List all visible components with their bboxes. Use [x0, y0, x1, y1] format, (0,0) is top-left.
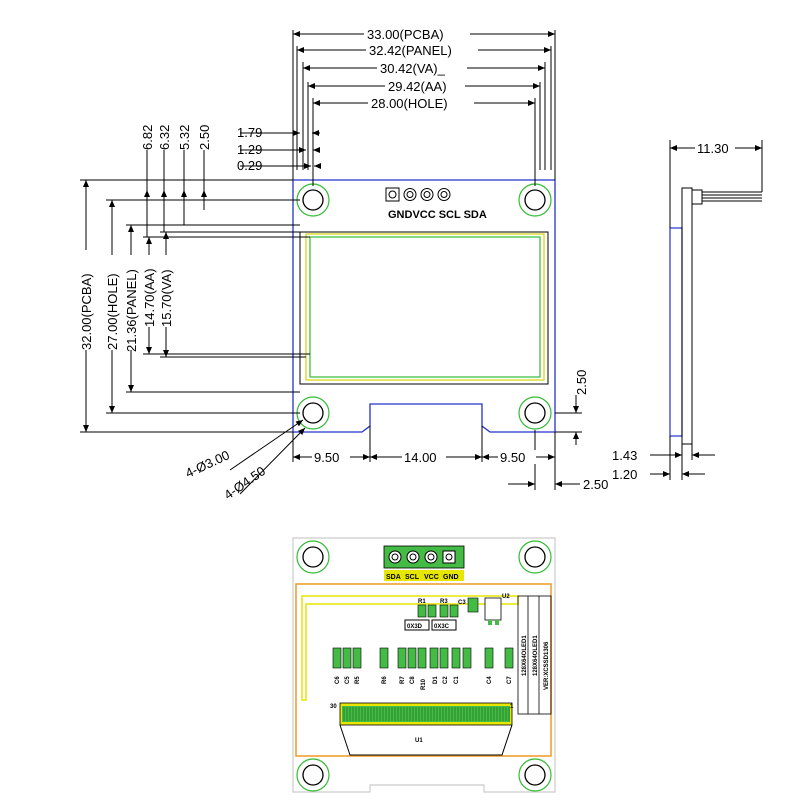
- back-top-components: [404, 597, 502, 631]
- offset-129-label: 1.29: [237, 142, 262, 157]
- offset-179-label: 1.79: [237, 125, 262, 140]
- back-comp-r7: R7: [400, 676, 406, 684]
- back-chip-0x3c: 0X3C: [434, 624, 450, 630]
- width-aa-label: 29.42(AA): [388, 79, 447, 94]
- bottom-dimension-lines: [292, 395, 582, 490]
- back-fpc-connector: [339, 702, 513, 756]
- side-pcb: [681, 187, 693, 445]
- top-offset-632: 6.32: [157, 125, 172, 150]
- back-view: SDA SCL VCC GND R1 R3 C3 U2 0X3D 0X3C: [292, 537, 556, 793]
- back-connector-u1: U1: [415, 738, 423, 744]
- side-dimension-lines: [650, 140, 763, 480]
- right-vertical-250: 2.50: [574, 370, 589, 395]
- hole-leader-lines: [229, 419, 306, 495]
- back-component-row: [332, 647, 514, 669]
- width-pcba-label: 33.00(PCBA): [367, 27, 444, 42]
- front-view: GNDVCC SCL SDA 33.00(PCBA) 32.42(PANEL): [79, 27, 608, 502]
- back-chip-id-2: 128X64OLED1: [533, 635, 539, 676]
- back-comp-c2: C2: [443, 676, 449, 684]
- back-comp-c4: C4: [487, 676, 493, 684]
- side-view: 11.30 1.43 1.20: [612, 140, 763, 482]
- top-offset-250: 2.50: [197, 125, 212, 150]
- back-comp-c6: C6: [335, 676, 341, 684]
- back-connector-30: 30: [330, 704, 337, 710]
- side-120-label: 1.20: [612, 467, 637, 482]
- back-comp-r3: R3: [440, 599, 448, 605]
- side-143-label: 1.43: [612, 448, 637, 463]
- height-dimension-text: 32.00(PCBA) 27.00(HOLE) 21.36(PANEL) 14.…: [79, 250, 174, 352]
- left-offset-lines: [240, 130, 321, 169]
- back-pcb-outline: [292, 537, 556, 793]
- back-comp-c8: C8: [410, 676, 416, 684]
- side-pins: [702, 191, 762, 202]
- side-header-block: [691, 189, 703, 205]
- back-comp-r5: R5: [355, 676, 361, 684]
- front-va-outline: [305, 233, 545, 381]
- top-offset-532: 5.32: [177, 125, 192, 150]
- back-holes: [296, 540, 552, 792]
- back-pin-gnd: GND: [443, 574, 459, 581]
- back-fpc-pins: [343, 707, 510, 721]
- width-va-label: 30.42(VA)_: [380, 61, 446, 76]
- back-connector-1: 1: [510, 704, 514, 710]
- right-bottom-250: 2.50: [583, 477, 608, 492]
- width-hole-label: 28.00(HOLE): [371, 96, 448, 111]
- width-dimension-text: 33.00(PCBA) 32.42(PANEL) 30.42(VA)_ 29.4…: [364, 27, 478, 111]
- back-pin-header: [383, 545, 465, 581]
- height-aa-label: 14.70(AA): [142, 268, 157, 327]
- back-comp-c1: C1: [454, 676, 460, 684]
- front-pcb-outline: [292, 179, 556, 433]
- width-panel-label: 32.42(PANEL): [369, 43, 452, 58]
- height-va-label: 15.70(VA): [159, 269, 174, 327]
- back-pin-sda: SDA: [386, 574, 401, 581]
- back-chip-id-3: VER:XCSSD1306: [544, 641, 550, 690]
- hole-300-label: 4-Ø3.00: [183, 447, 232, 480]
- offset-029-label: 0.29: [237, 158, 262, 173]
- back-chip-id-block: [517, 595, 552, 715]
- back-comp-d1: D1: [433, 676, 439, 684]
- front-aa-outline: [309, 236, 541, 378]
- hole-450-label: 4-Ø4.50: [221, 463, 268, 502]
- back-comp-r10: R10: [421, 678, 427, 690]
- back-comp-r1: R1: [418, 599, 426, 605]
- back-comp-u2: U2: [502, 594, 510, 600]
- back-comp-r6: R6: [382, 676, 388, 684]
- height-hole-label: 27.00(HOLE): [105, 273, 120, 350]
- height-panel-label: 21.36(PANEL): [124, 269, 139, 352]
- back-comp-c3: C3: [458, 600, 466, 606]
- back-comp-c7: C7: [507, 676, 513, 684]
- front-pin-label: GNDVCC SCL SDA: [388, 209, 487, 221]
- back-comp-c5: C5: [345, 676, 351, 684]
- back-pin-scl: SCL: [405, 574, 420, 581]
- bottom-center-1400: 14.00: [404, 450, 437, 465]
- top-offset-682: 6.82: [140, 125, 155, 150]
- front-pin-header: [385, 187, 451, 202]
- height-pcba-label: 32.00(PCBA): [79, 273, 94, 350]
- front-panel-outline: [299, 231, 549, 385]
- side-panel-body: [669, 227, 683, 437]
- back-chip-0x3d: 0X3D: [407, 624, 423, 630]
- bottom-left-950: 9.50: [314, 450, 339, 465]
- side-width-label: 11.30: [697, 141, 729, 156]
- back-pin-vcc: VCC: [424, 574, 439, 581]
- bottom-dimension-text: 9.50 14.00 9.50: [312, 450, 536, 465]
- bottom-right-950: 9.50: [500, 450, 525, 465]
- back-chip-id-1: 128X64OLED1: [522, 635, 528, 676]
